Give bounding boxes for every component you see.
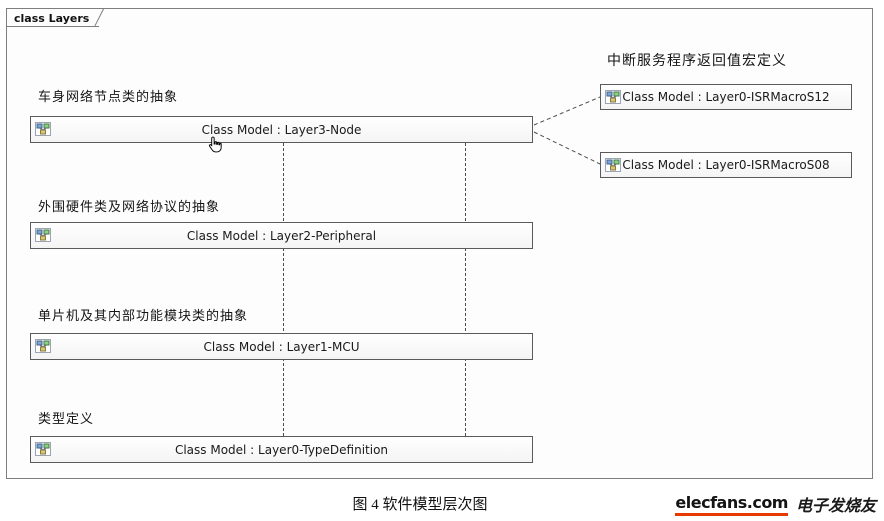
layer1-heading: 单片机及其内部功能模块类的抽象: [38, 309, 249, 324]
watermark-slogan: 电子发烧友: [795, 498, 876, 515]
model-box-layer0-isrmacros12[interactable]: Class Model : Layer0-ISRMacroS12: [600, 84, 852, 110]
watermark: elecfans.com 电子发烧友: [669, 492, 876, 516]
model-box-layer0-typedefinition[interactable]: Class Model : Layer0-TypeDefinition: [30, 436, 533, 463]
model-box-layer3-node[interactable]: Class Model : Layer3-Node: [30, 116, 533, 143]
model-box-label: Class Model : Layer0-TypeDefinition: [174, 442, 389, 457]
model-box-label: Class Model : Layer0-ISRMacroS08: [622, 158, 830, 172]
layer0-heading: 类型定义: [38, 412, 95, 427]
figure-caption: 图 4 软件模型层次图: [352, 497, 488, 513]
layer2-heading: 外围硬件类及网络协议的抽象: [38, 200, 221, 215]
model-box-label: Class Model : Layer0-ISRMacroS12: [622, 90, 830, 104]
dependency-line-vertical-left: [283, 143, 284, 436]
watermark-brand: elecfans.com: [675, 493, 788, 516]
hand-cursor-icon: [208, 136, 222, 153]
model-box-label: Class Model : Layer1-MCU: [203, 339, 360, 354]
isr-group-heading: 中断服务程序返回值宏定义: [607, 53, 787, 69]
class-model-icon: [35, 228, 51, 242]
model-box-layer0-isrmacros08[interactable]: Class Model : Layer0-ISRMacroS08: [600, 152, 852, 178]
frame-tab: class Layers: [7, 9, 99, 27]
class-model-icon: [35, 122, 51, 136]
class-model-icon: [605, 158, 621, 172]
class-model-icon: [35, 339, 51, 353]
class-model-icon: [605, 90, 621, 104]
frame-tab-label: class Layers: [14, 12, 90, 25]
model-box-label: Class Model : Layer3-Node: [201, 122, 362, 137]
model-box-layer1-mcu[interactable]: Class Model : Layer1-MCU: [30, 333, 533, 360]
model-box-layer2-peripheral[interactable]: Class Model : Layer2-Peripheral: [30, 222, 533, 249]
class-model-icon: [35, 442, 51, 456]
dependency-line-vertical-right: [465, 143, 466, 436]
layer3-heading: 车身网络节点类的抽象: [38, 90, 179, 105]
model-box-label: Class Model : Layer2-Peripheral: [186, 228, 377, 243]
